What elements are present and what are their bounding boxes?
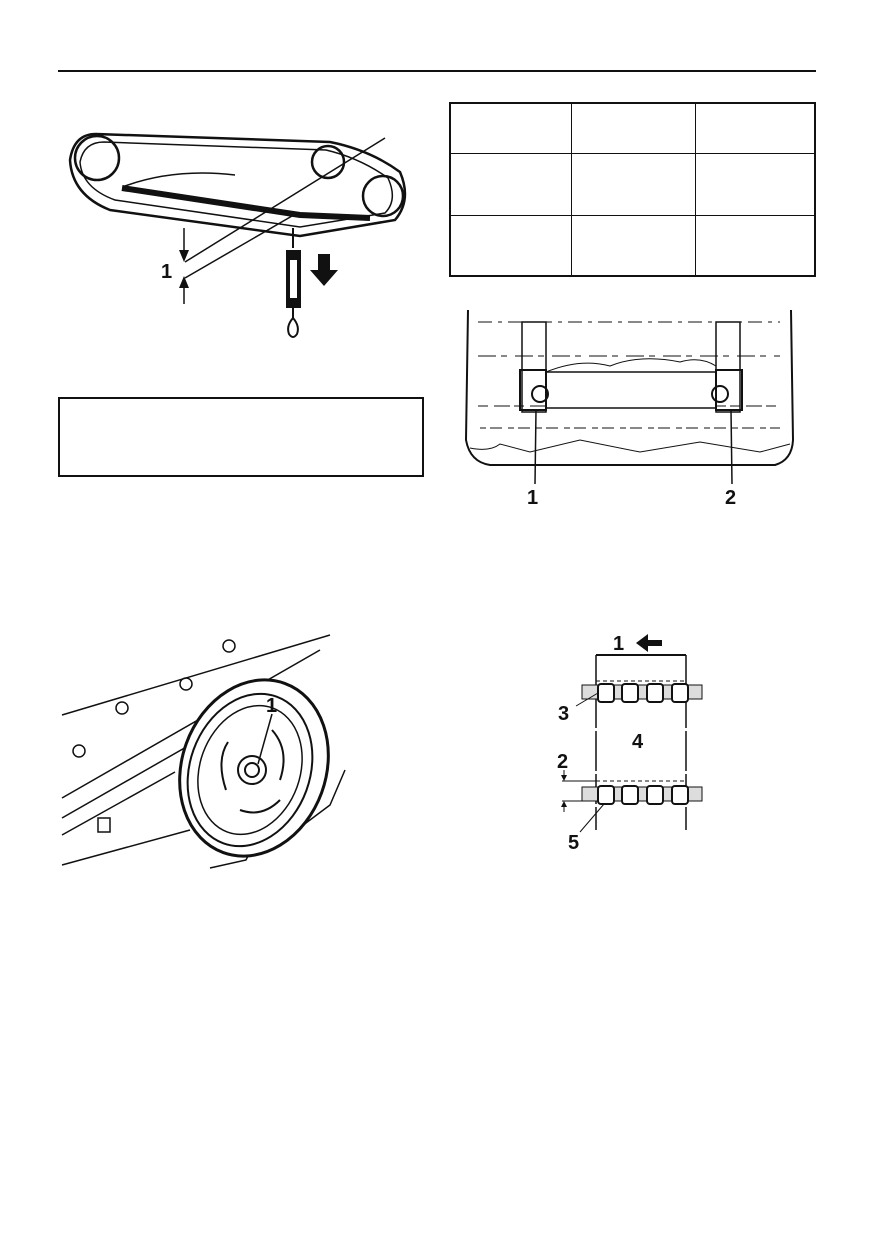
spec-table <box>449 102 816 277</box>
track-alignment-figure: 1 2 <box>464 309 795 509</box>
clearance-callout-2: 2 <box>557 751 568 773</box>
wheel-callout-1: 1 <box>266 695 277 717</box>
spec-cell <box>571 102 696 154</box>
belt-deflection-figure: 1 <box>68 132 407 338</box>
note-box <box>58 397 424 477</box>
spec-cell <box>449 214 572 277</box>
header-rule <box>58 70 816 72</box>
spec-cell <box>449 152 572 216</box>
spec-cell <box>571 152 696 216</box>
clearance-callout-3: 3 <box>558 703 569 725</box>
wheel-figure: 1 <box>61 634 346 869</box>
spec-cell <box>695 214 816 277</box>
belt-callout-1: 1 <box>161 261 172 283</box>
alignment-callout-2: 2 <box>725 487 736 509</box>
spec-cell <box>449 102 572 154</box>
spec-cell <box>571 214 696 277</box>
spec-cell <box>695 102 816 154</box>
track-clearance-figure: 1 2 3 4 5 <box>557 633 703 854</box>
clearance-callout-5: 5 <box>568 832 579 854</box>
clearance-callout-1: 1 <box>613 633 624 655</box>
spec-cell <box>695 152 816 216</box>
alignment-callout-1: 1 <box>527 487 538 509</box>
clearance-callout-4: 4 <box>632 731 644 753</box>
